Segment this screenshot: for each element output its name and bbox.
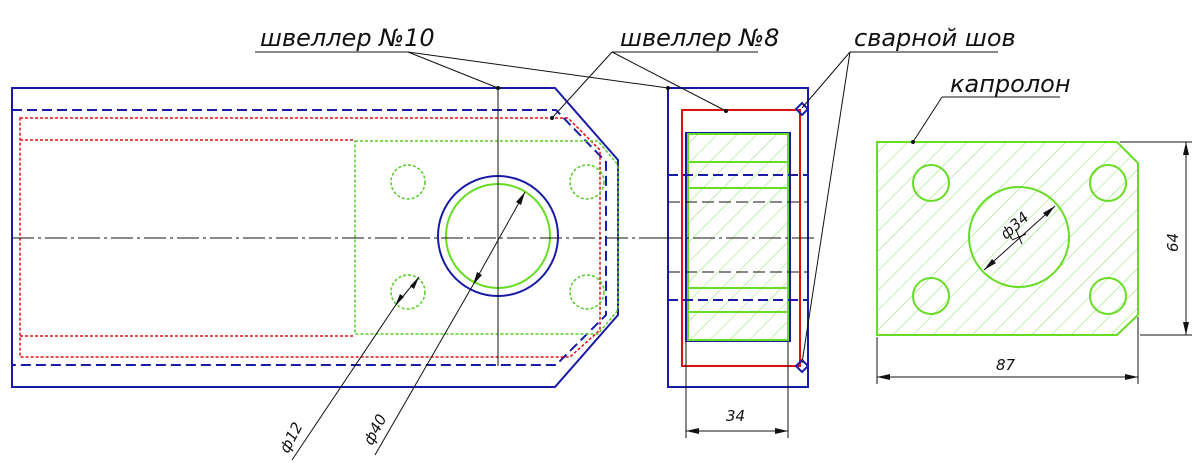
plate-section-hatch: [688, 134, 788, 340]
channel-10-outline: [11, 87, 619, 388]
bolt-hole: [390, 164, 426, 200]
dim-plate-width: 87: [996, 356, 1016, 374]
weld-mark-top: [794, 101, 810, 117]
plate-bolt-hole: [1089, 277, 1127, 315]
weld-hidden-outline: [19, 117, 601, 358]
leader-hole: [291, 305, 396, 461]
front-view: [11, 87, 670, 461]
bolt-hole: [569, 164, 605, 200]
plate-outline: [876, 141, 1139, 336]
dim-width-34: 34: [726, 407, 745, 425]
weld-hidden-lines: [20, 139, 355, 337]
leaders: [255, 51, 1060, 364]
plate-bore-diameter-line: [983, 205, 1056, 271]
plate-bolt-hole: [912, 164, 950, 202]
side-view: [660, 87, 815, 438]
label-channel-8: швеллер №8: [620, 24, 779, 52]
bolt-hole: [569, 274, 605, 310]
plate-bore: [968, 186, 1070, 288]
label-material: капролон: [950, 70, 1071, 98]
label-channel-10: швеллер №10: [260, 24, 435, 52]
plate-hidden-outline: [354, 140, 619, 335]
weld-mark-bottom: [794, 358, 810, 374]
dim-hole-small: ф12: [276, 419, 307, 456]
leader-bore: [374, 284, 474, 456]
dim-hole-large: ф40: [360, 411, 391, 448]
plate-bolt-hole: [1089, 164, 1127, 202]
plate-hatch: [877, 142, 1138, 335]
plate-view: [876, 141, 1192, 384]
bore-diameter-line: [472, 191, 526, 286]
dim-plate-height: 64: [1164, 233, 1182, 252]
plate-section: [687, 133, 789, 341]
plate-bolt-hole: [912, 277, 950, 315]
bolt-hole: [390, 274, 426, 310]
label-weld: сварной шов: [854, 24, 1016, 52]
